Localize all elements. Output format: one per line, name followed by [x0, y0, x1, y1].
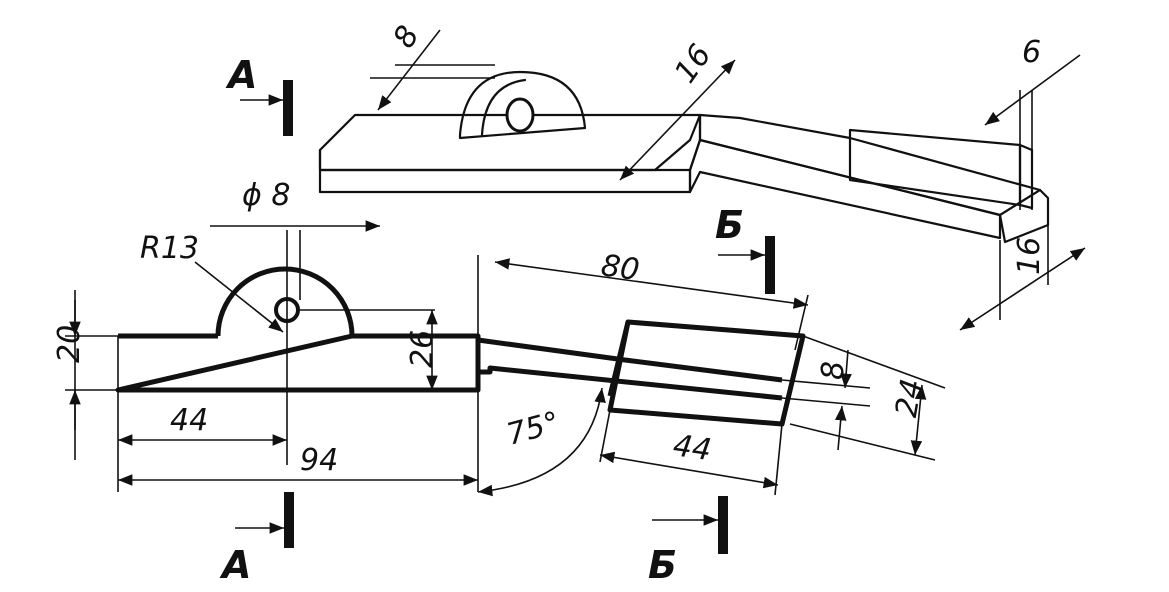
label-dim-8-top: 8: [387, 20, 427, 54]
pattern-arm: [477, 337, 783, 401]
iso-hole: [505, 97, 535, 133]
label-section-a-top: А: [225, 53, 257, 97]
iso-lug: [458, 70, 587, 140]
label-dim-44-right: 44: [671, 428, 714, 468]
section-marker-b-top: Б: [715, 203, 775, 294]
label-section-b-top: Б: [715, 203, 744, 247]
pattern-lug-arc: [215, 266, 355, 337]
section-marker-b-bottom: Б: [648, 496, 728, 587]
isometric-view: 8 16 6 16: [318, 20, 1086, 331]
section-marker-a-top: А: [225, 53, 293, 136]
iso-end-tab: [848, 128, 1022, 207]
label-dim-16-top: 16: [668, 38, 719, 89]
label-dim-8-right: 8: [816, 361, 851, 380]
iso-left-block-front: [318, 148, 692, 194]
label-dim-94: 94: [300, 443, 338, 478]
label-dim-75: 75°: [503, 405, 563, 453]
label-dim-phi8: ϕ 8: [242, 178, 290, 213]
label-dim-44-left: 44: [170, 403, 208, 438]
label-dim-24: 24: [889, 376, 930, 420]
flat-pattern-view: ϕ 8 R13 20 26 44 94 80 8 24: [52, 178, 946, 497]
label-dim-26: 26: [405, 330, 440, 368]
label-section-b-bottom: Б: [648, 543, 677, 587]
label-dim-16-side: 16: [1012, 237, 1047, 275]
section-marker-a-bottom: А: [219, 492, 294, 587]
pattern-tab: [607, 319, 806, 427]
label-dim-r13: R13: [140, 231, 199, 266]
label-dim-6: 6: [1022, 35, 1041, 70]
label-dim-80: 80: [599, 248, 642, 288]
label-dim-20: 20: [52, 325, 87, 363]
label-section-a-bottom: А: [219, 543, 251, 587]
